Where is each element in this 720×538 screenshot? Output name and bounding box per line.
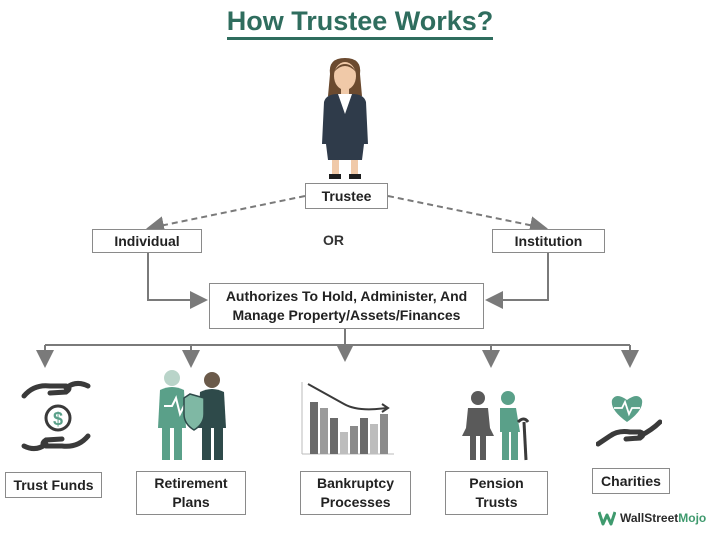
institution-box: Institution (492, 229, 605, 253)
outcome-label-line2: Plans (172, 494, 210, 510)
individual-box: Individual (92, 229, 202, 253)
businesswoman-icon (322, 58, 368, 179)
authorizes-line-1: Authorizes To Hold, Administer, And (225, 288, 468, 304)
arrow-institution-to-authorizes (485, 252, 549, 309)
authorizes-line-2: Manage Property/Assets/Finances (232, 307, 461, 323)
trustee-label: Trustee (321, 187, 372, 204)
outcome-label-line2: Processes (320, 494, 391, 510)
hands-dollar-icon: $ (21, 380, 91, 452)
outcome-trust-funds: Trust Funds (5, 472, 102, 498)
or-label: OR (323, 232, 344, 248)
hand-heart-icon (596, 396, 662, 447)
brand-mojo: Mojo (678, 511, 707, 525)
brand-wall: Wall (620, 511, 645, 525)
outcome-label-line2: Trusts (475, 494, 518, 510)
trustee-box: Trustee (305, 183, 388, 209)
outcome-label-line1: Retirement (154, 475, 228, 491)
outcome-label-line1: Bankruptcy (316, 475, 395, 491)
arrow-to-individual (146, 195, 306, 234)
individual-label: Individual (114, 232, 180, 249)
svg-text:$: $ (53, 409, 63, 429)
elderly-couple-shield-icon (158, 370, 226, 460)
outcome-label: Charities (601, 472, 661, 489)
arrow-individual-to-authorizes (147, 252, 208, 309)
declining-bar-chart-icon (301, 382, 394, 455)
brand-street: Street (644, 511, 679, 525)
arrow-to-institution (387, 195, 548, 235)
page-title: How Trustee Works? (0, 6, 720, 40)
outcome-label: Trust Funds (13, 476, 94, 493)
institution-label: Institution (514, 232, 583, 249)
elderly-couple-cane-icon (462, 391, 530, 461)
wallstreetmojo-logo-icon (598, 511, 616, 526)
outcome-label-line1: Pension (469, 475, 524, 491)
outcome-charities: Charities (592, 468, 670, 494)
